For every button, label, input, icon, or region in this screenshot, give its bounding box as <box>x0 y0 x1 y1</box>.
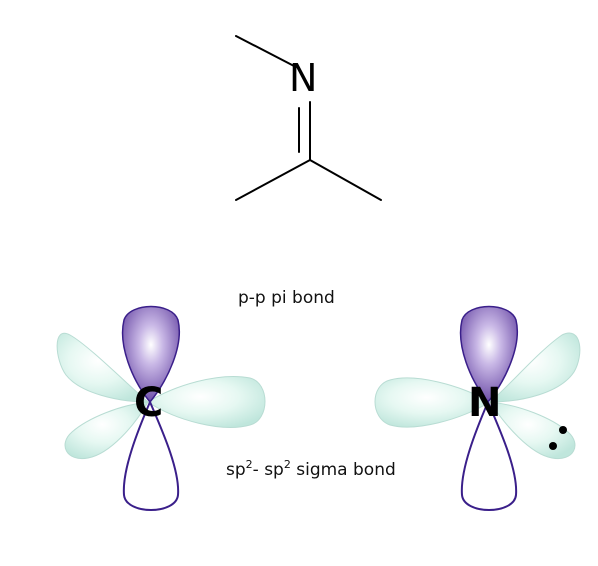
nitrogen-orbitals <box>374 305 581 511</box>
sigma-label-part2: - sp <box>252 460 284 480</box>
lone-pair-dot-1 <box>559 426 567 434</box>
c-p-lower-lobe <box>122 399 180 511</box>
skeletal-atom-n: N <box>289 56 318 100</box>
sigma-label-sup1: 2 <box>245 458 253 471</box>
atom-c-label: C <box>134 380 164 426</box>
c-sp2-lower-left-lobe <box>64 401 149 460</box>
sigma-label-part3: sigma bond <box>290 460 396 480</box>
methyl-n-bond <box>235 35 295 67</box>
sigma-bond-label: sp2- sp2 sigma bond <box>226 458 396 480</box>
c-p-upper-lobe <box>121 305 180 404</box>
pi-bond-label: p-p pi bond <box>238 288 335 308</box>
n-sp2-upper-right-lobe <box>488 332 581 403</box>
atom-n-label: N <box>468 380 502 426</box>
sigma-label-part1: sp <box>226 460 246 480</box>
lone-pair-dot-2 <box>549 442 557 450</box>
n-p-upper-lobe <box>459 305 518 404</box>
n-sp2-left-lobe <box>374 377 491 428</box>
right-methyl-bond <box>309 159 382 201</box>
c-sp2-right-lobe <box>147 376 266 428</box>
left-methyl-bond <box>235 159 311 201</box>
carbon-orbitals <box>56 305 266 511</box>
c-sp2-upper-left-lobe <box>56 332 150 403</box>
n-p-lower-lobe <box>460 399 518 511</box>
sigma-label-sup2: 2 <box>283 458 291 471</box>
skeletal-structure <box>235 35 382 201</box>
